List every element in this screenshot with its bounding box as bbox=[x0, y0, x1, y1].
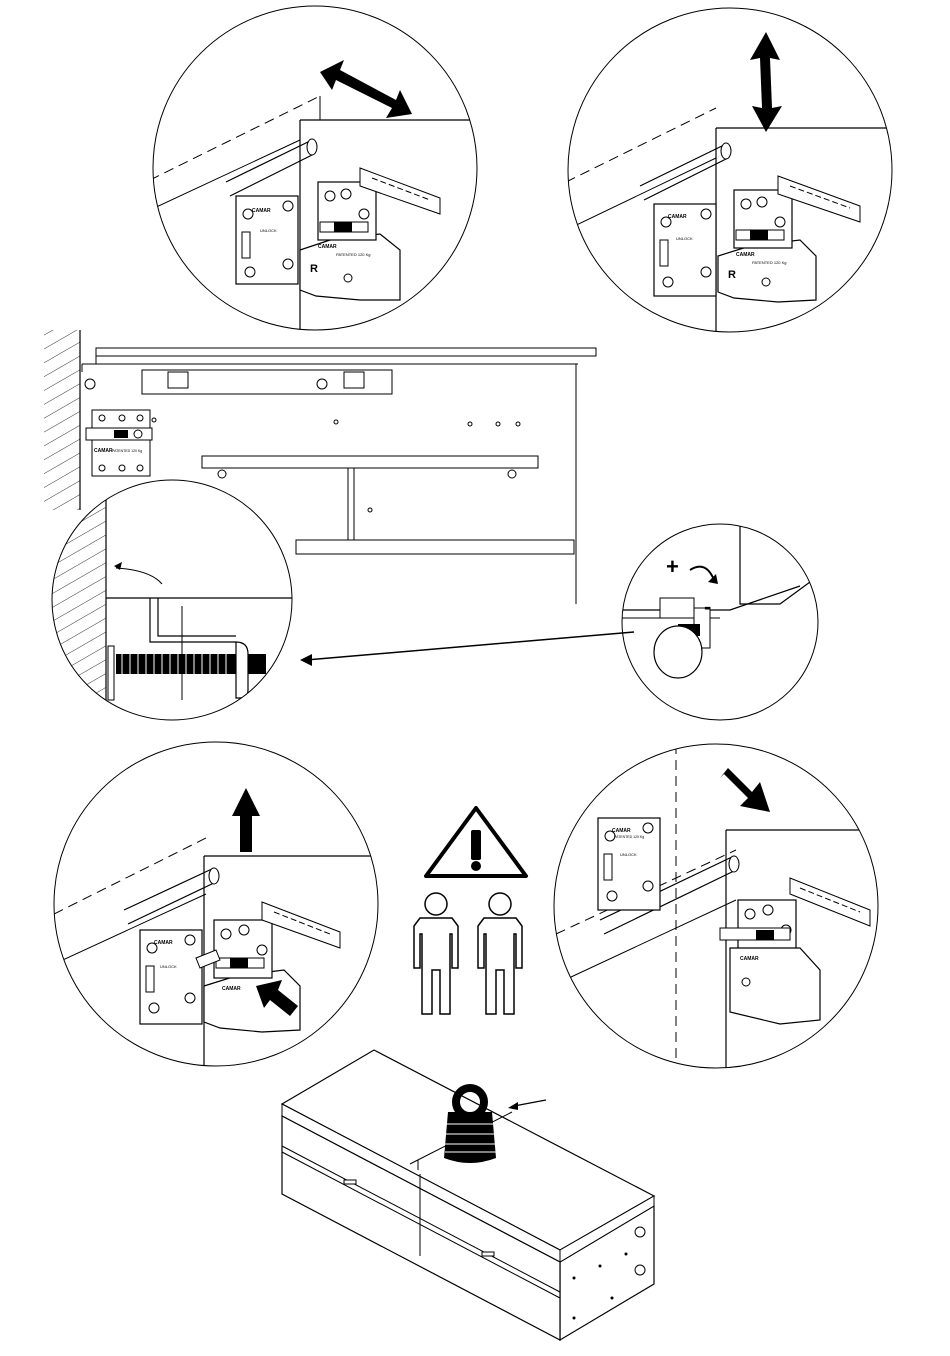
detail-circle-horizontal-adjust: CAMAR UNLOCK CAMAR PATENTED 120 Kg R bbox=[150, 6, 480, 330]
person-icon-2 bbox=[478, 893, 522, 1014]
up-arrow-icon bbox=[232, 788, 260, 852]
rotate-arrow-icon bbox=[690, 567, 714, 580]
hinge-unlock-label-3: UNLOCK bbox=[160, 964, 177, 969]
diagonal-arrow-icon bbox=[720, 768, 770, 812]
hinge-brand-label-7: CAMAR bbox=[222, 986, 241, 992]
detail-circle-wall-bolt bbox=[20, 480, 300, 730]
hinge-brand-label-5: CAMAR bbox=[94, 448, 113, 454]
hinge-brand-label-9: CAMAR bbox=[740, 956, 759, 962]
two-person-warning bbox=[414, 808, 526, 1014]
hinge-unlock-label: UNLOCK bbox=[260, 228, 277, 233]
hinge-model-label-3: PATENTED 120 Kg bbox=[112, 449, 142, 453]
hinge-unlock-label-2: UNLOCK bbox=[676, 236, 693, 241]
double-arrow-icon bbox=[320, 60, 412, 118]
hinge-model-label-2: PATENTED 120 Kg bbox=[752, 260, 787, 265]
detail-circle-lift-unlock: CAMAR UNLOCK CAMAR bbox=[54, 742, 380, 1070]
cabinet-side-view: CAMAR PATENTED 120 Kg bbox=[44, 330, 596, 700]
hinge-unlock-label-4: UNLOCK bbox=[620, 852, 637, 857]
hinge-brand-label-2: CAMAR bbox=[318, 244, 337, 250]
detail-circle-hang-cabinet: CAMAR PATENTED 120 Kg UNLOCK CAMAR bbox=[554, 744, 880, 1070]
detail-circle-vertical-adjust: CAMAR UNLOCK CAMAR PATENTED 120 Kg R bbox=[566, 8, 900, 332]
adjust-minus-label: - bbox=[704, 594, 711, 619]
pointer-arrow-icon bbox=[306, 632, 634, 660]
hinge-model-label: PATENTED 120 Kg bbox=[336, 252, 371, 257]
hinge-brand-label-4: CAMAR bbox=[736, 252, 755, 258]
hinge-brand-label-8: CAMAR bbox=[612, 828, 631, 834]
detail-circle-leveling-foot: + - bbox=[622, 520, 818, 720]
hinge-brand-label-6: CAMAR bbox=[154, 940, 173, 946]
cabinet-with-weight bbox=[282, 1050, 654, 1340]
hinge-brand-label: CAMAR bbox=[252, 208, 271, 214]
vertical-arrow-icon bbox=[750, 32, 782, 132]
weight-pointer-arrow-icon bbox=[514, 1100, 546, 1106]
adjust-plus-label: + bbox=[666, 554, 679, 579]
hinge-side-letter: R bbox=[310, 263, 318, 275]
hinge-side-letter-2: R bbox=[728, 269, 736, 281]
hinge-brand-label-3: CAMAR bbox=[668, 214, 687, 220]
hinge-model-label-4: PATENTED 120 Kg bbox=[614, 835, 644, 839]
person-icon bbox=[414, 893, 458, 1014]
